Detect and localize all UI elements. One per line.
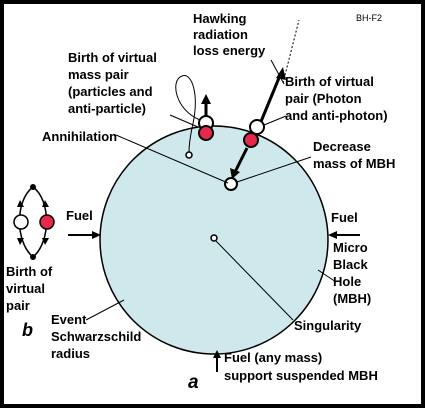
micro-black-hole-label: Micro Black Hole (MBH) [333, 240, 371, 306]
anti-particle [198, 125, 214, 141]
annihilation-loop [175, 75, 201, 153]
absorbed-particle [224, 177, 238, 191]
mass-pair-leader [169, 114, 199, 128]
fuel-right-label: Fuel [331, 210, 358, 225]
event-radius-leader [85, 299, 125, 321]
figure-tag: BH-F2 [356, 13, 382, 23]
annihilation-leader [115, 134, 229, 184]
photon-outward-arrowhead [276, 67, 286, 80]
singularity-leader [215, 240, 294, 321]
birth-mass-pair-label: Birth of virtual mass pair (particles an… [68, 50, 160, 116]
hawking-dotted-line [282, 19, 300, 84]
panel-a-label: a [188, 372, 199, 393]
singularity-point [210, 234, 218, 242]
singularity-label: Singularity [294, 318, 362, 333]
hawking-leader [270, 59, 285, 85]
anti-photon-inward-arrowhead [230, 168, 240, 179]
anti-photon-particle [243, 132, 259, 148]
pair-b-arrow-down-right [42, 238, 49, 245]
annihilation-point [185, 151, 193, 159]
pair-b-arrow-down-left [17, 238, 24, 245]
annihilation-label: Annihilation [42, 129, 117, 144]
panel-b-label: b [22, 320, 33, 340]
photon-pair-leader [263, 115, 287, 126]
event-radius-label: Event Schwarzschild radius [51, 312, 145, 361]
decrease-mass-leader [236, 156, 312, 183]
birth-pair-b-label: Birth of virtual pair [6, 264, 56, 313]
fuel-left-label: Fuel [66, 208, 93, 223]
photon-outward-arrow [258, 72, 283, 125]
pair-b-arrow-up-right [42, 200, 49, 207]
decrease-mass-label: Decrease mass of MBH [313, 139, 395, 171]
birth-photon-pair-label: Birth of virtual pair (Photon and anti-p… [285, 74, 388, 123]
pair-b-particle [13, 214, 29, 230]
pair-b-anti-particle [39, 214, 55, 230]
fuel-right-arrowhead [328, 231, 337, 239]
pair-b-top-dot [30, 184, 36, 190]
fuel-left-arrowhead [92, 231, 101, 239]
mbh-leader [317, 269, 337, 283]
hawking-label: Hawking radiation loss energy [193, 11, 266, 58]
fuel-bottom-arrowhead [213, 350, 221, 358]
particle-outward-arrowhead [201, 94, 211, 104]
fuel-bottom-label: Fuel (any mass) support suspended MBH [224, 350, 378, 383]
photon-particle [249, 119, 265, 135]
anti-photon-inward-arrow [233, 147, 249, 173]
pair-b-bottom-dot [30, 254, 36, 260]
pair-b-arrow-up-left [17, 200, 24, 207]
